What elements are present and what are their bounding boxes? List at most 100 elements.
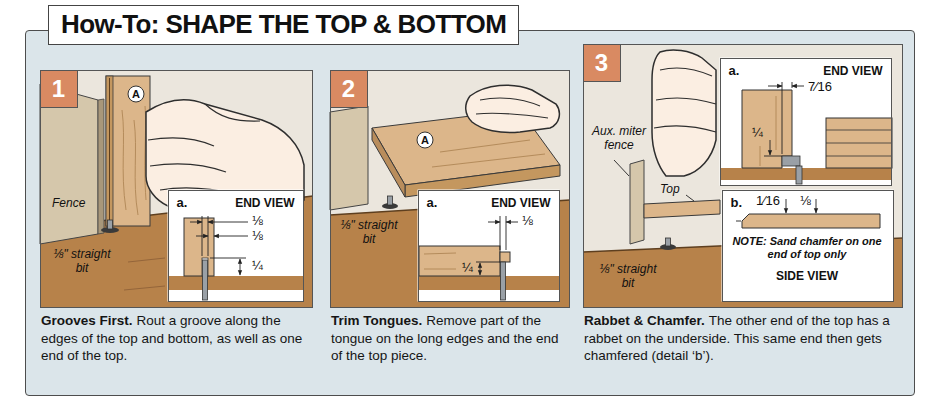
side-view-detail: [722, 190, 894, 302]
dimension-line: [506, 222, 518, 223]
label-slot: ⅛: [522, 214, 533, 229]
part-letter: A: [421, 135, 429, 146]
dimension-line: [190, 222, 202, 223]
panel-ground: [40, 44, 903, 308]
end-view-detail: [720, 58, 893, 186]
end-view-detail: [203, 260, 208, 300]
label-slot: ⅛" straight bit: [336, 218, 402, 247]
router-fence: [40, 84, 104, 244]
router-fence: [40, 84, 98, 244]
step-number-text: 3: [595, 49, 608, 77]
dimension-line: [506, 216, 507, 250]
dimension-line: [816, 199, 817, 213]
leader-line: [686, 195, 694, 201]
end-view-detail: [424, 253, 456, 269]
text-slot: END VIEW: [491, 196, 550, 210]
workpiece: [106, 76, 150, 226]
dimension-line: [768, 86, 782, 87]
hand: [148, 104, 260, 194]
side-view-detail: [742, 214, 880, 228]
workpiece: [644, 200, 720, 218]
workpiece: [372, 128, 405, 197]
dimension: 7⁄16: [808, 80, 832, 95]
workpiece: [109, 78, 110, 224]
end-view-detail: [500, 252, 510, 262]
dimension: ¼: [462, 261, 473, 276]
router-fence: [330, 106, 368, 210]
dimension-line: [476, 262, 500, 263]
dimension-line: [792, 82, 793, 88]
title-tab: How-To: SHAPE THE TOP & BOTTOM: [48, 5, 519, 45]
router-fence: [330, 106, 368, 210]
dimension-line: [196, 236, 208, 237]
dimension: ¼: [752, 126, 763, 141]
router-bit: [101, 220, 119, 233]
dimension-line: [210, 258, 246, 259]
router-bit: [388, 196, 393, 205]
step-number-text: 2: [342, 75, 355, 103]
label-slot: Fence: [52, 196, 85, 210]
end-view-detail: [720, 58, 892, 186]
step-number: 1: [40, 70, 78, 108]
end-view-detail: [418, 190, 560, 302]
end-view-detail: [720, 168, 892, 180]
title-text: How-To: SHAPE THE TOP & BOTTOM: [61, 9, 506, 40]
dimension-line: [786, 199, 787, 213]
label-slot: ⅛: [252, 229, 263, 244]
step-number: 3: [583, 44, 621, 82]
hand: [652, 50, 716, 176]
dimension-line: [500, 216, 501, 250]
step-heading: Grooves First.: [41, 313, 133, 328]
router-bit: [382, 196, 398, 209]
panel-ground: [40, 70, 313, 308]
end-view-detail: [501, 262, 506, 300]
workpiece: [106, 76, 150, 226]
dimension-line: [214, 236, 248, 237]
workpiece: [432, 140, 545, 167]
step-number-text: 1: [52, 75, 65, 103]
leader-line: [614, 160, 694, 201]
aux-miter-fence: [630, 160, 644, 244]
hand: [652, 50, 716, 176]
step-heading: Rabbet & Chamfer.: [584, 313, 705, 328]
end-view-detail: [184, 218, 214, 276]
end-view-detail: [168, 190, 305, 302]
hand: [654, 68, 716, 132]
router-bit: [660, 238, 676, 250]
dimension: ⅛: [800, 194, 811, 209]
dimension-line: [736, 221, 741, 222]
part-name: ⅛" straight bit: [596, 262, 660, 291]
end-view-detail: [826, 130, 892, 156]
end-view-detail: [418, 276, 560, 290]
label-slot: 1⁄16: [756, 194, 780, 209]
side-view-detail: [722, 190, 894, 302]
view-title: END VIEW: [823, 64, 882, 78]
end-view-detail: [826, 118, 892, 168]
text-slot: SIDE VIEW: [723, 269, 892, 283]
router-fence: [98, 99, 104, 234]
text-slot: NOTE: Sand chamfer on one end of top onl…: [729, 235, 886, 263]
end-view-detail: [419, 246, 500, 276]
panel-ground: [583, 44, 903, 308]
label-slot: A: [128, 86, 144, 102]
caption-slot: Grooves First.Rout a groove along the ed…: [41, 312, 314, 365]
dimension-line: [208, 222, 248, 223]
hand: [476, 98, 548, 118]
part-name: Fence: [52, 196, 85, 210]
end-view-detail: [168, 276, 304, 290]
view-title: END VIEW: [235, 196, 294, 210]
part-letter: A: [132, 89, 140, 100]
workpiece: [122, 106, 146, 215]
panel-ground: [330, 70, 570, 308]
leader-line: [614, 160, 629, 176]
label-slot: ¼: [462, 261, 473, 276]
detail-letter: a.: [177, 195, 188, 210]
dimension-line: [764, 82, 804, 156]
detail-letter: a.: [427, 195, 438, 210]
detail-inset: a. END VIEW: [168, 190, 304, 302]
end-view-detail: [782, 156, 800, 166]
caption-slot: Rabbet & Chamfer.The other end of the to…: [584, 312, 904, 365]
